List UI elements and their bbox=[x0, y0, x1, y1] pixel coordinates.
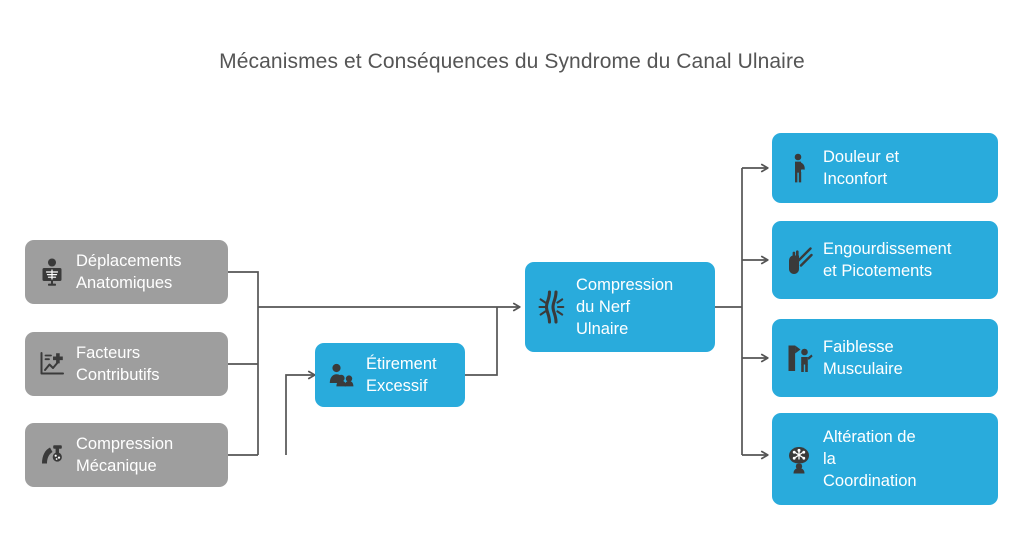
node-label: Engourdissement et Picotements bbox=[823, 240, 952, 280]
node-facteurs-contributifs[interactable]: Facteurs Contributifs bbox=[25, 332, 228, 396]
node-label: Étirement Excessif bbox=[366, 355, 437, 395]
xray-torso-icon bbox=[37, 255, 67, 289]
node-label: Compression du Nerf Ulnaire bbox=[576, 276, 674, 338]
node-label: Altération de la Coordination bbox=[823, 428, 917, 490]
wire-causes-bus bbox=[228, 271, 259, 455]
node-deplacements-anatomiques[interactable]: Déplacements Anatomiques bbox=[25, 240, 228, 304]
wire-bus-to-etirement bbox=[285, 370, 316, 455]
page-title: Mécanismes et Conséquences du Syndrome d… bbox=[219, 50, 805, 73]
brain-coordination-icon bbox=[784, 442, 814, 476]
node-label: Douleur et Inconfort bbox=[823, 148, 900, 188]
node-label: Faiblesse Musculaire bbox=[823, 338, 903, 378]
node-etirement-excessif[interactable]: Étirement Excessif bbox=[315, 343, 465, 407]
person-pain-icon bbox=[784, 151, 814, 185]
tingling-hand-icon bbox=[784, 243, 814, 277]
node-alteration-coordination[interactable]: Altération de la Coordination bbox=[772, 413, 998, 505]
node-faiblesse-musculaire[interactable]: Faiblesse Musculaire bbox=[772, 319, 998, 397]
node-engourdissement-picotements[interactable]: Engourdissement et Picotements bbox=[772, 221, 998, 299]
pinched-nerve-icon bbox=[537, 290, 567, 324]
node-compression-mecanique[interactable]: Compression Mécanique bbox=[25, 423, 228, 487]
medical-chart-icon bbox=[37, 347, 67, 381]
weak-muscle-person-icon bbox=[784, 341, 814, 375]
people-group-icon bbox=[327, 358, 357, 392]
wire-etirement-to-central bbox=[465, 307, 498, 376]
clamp-pressure-icon bbox=[37, 438, 67, 472]
node-label: Déplacements Anatomiques bbox=[76, 252, 182, 292]
node-label: Facteurs Contributifs bbox=[76, 344, 160, 384]
node-label: Compression Mécanique bbox=[76, 435, 174, 475]
node-douleur-inconfort[interactable]: Douleur et Inconfort bbox=[772, 133, 998, 203]
node-compression-nerf-ulnaire[interactable]: Compression du Nerf Ulnaire bbox=[525, 262, 715, 352]
